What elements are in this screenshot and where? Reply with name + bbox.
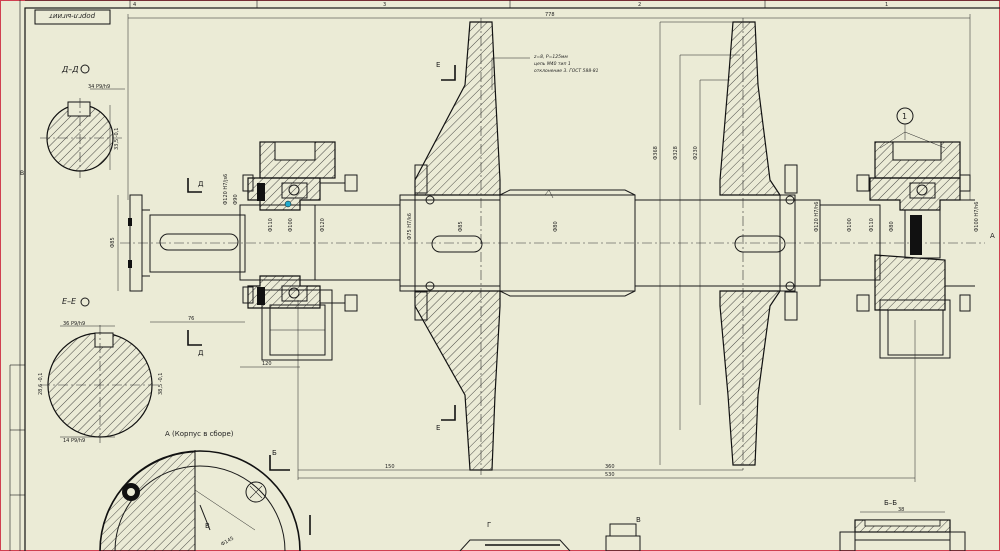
mark-g: Г	[487, 521, 491, 529]
mark-v-bottom: В	[636, 516, 641, 524]
bottom-fragments: Г В Б–Б 38	[459, 499, 966, 551]
dim-right-1: Ф100	[847, 218, 853, 232]
ee-dim-c: 14 P9/h9	[63, 438, 85, 444]
title-tag-text: роргл-ыгиит	[48, 12, 96, 20]
view-a-label: А (Корпус в сборе)	[165, 430, 234, 438]
shaft-assembly: 1	[120, 18, 985, 475]
cut-mark-e-bottom: Е	[436, 424, 440, 432]
dim-right-2: Ф110	[869, 218, 875, 232]
gear-note-line-2: цепь М40 тип 1	[534, 61, 571, 67]
dim-shaft-3: Ф100	[288, 218, 294, 232]
ee-dim-a: 28,6 -0,1	[38, 373, 44, 395]
zone-labels: 4 3 2 1 В А	[20, 2, 995, 240]
ee-dim-b: 38,5 -0,1	[158, 373, 164, 395]
section-bb-label: Б–Б	[884, 499, 897, 507]
dim-bottom-mid: 360	[605, 464, 615, 470]
section-bb-dim: 38	[898, 507, 904, 513]
gear-note-line-1: z=8, P=125мм	[533, 54, 568, 60]
dim-flange: Ф85	[110, 237, 116, 248]
dim-left-offset: 76	[188, 316, 194, 322]
section-dd: Д–Д 34 P9/h9 33,5 -0,1	[40, 64, 125, 178]
cut-mark-d-top: Д	[198, 180, 204, 188]
side-mark-a: А	[990, 232, 995, 240]
gear-note: z=8, P=125мм цепь М40 тип 1 отклонение 3…	[491, 54, 599, 199]
dim-shaft-7: Ф80	[553, 221, 559, 232]
dim-shaft-1: Ф90	[233, 194, 239, 205]
cut-mark-b: Б	[272, 449, 277, 457]
title-tag: роргл-ыгиит	[34, 9, 111, 25]
dim-shaft-5: Ф75 H7/k6	[407, 213, 413, 240]
dim-shaft-0: Ф120 H7/js6	[223, 174, 229, 205]
view-a-dim: Ф145	[220, 536, 235, 548]
dim-right-3: Ф80	[889, 221, 895, 232]
zone-2: 2	[638, 2, 641, 8]
dim-shaft-6: Ф85	[458, 221, 464, 232]
zone-4: 4	[133, 2, 136, 8]
dim-right-side: Ф100 H7/h6	[974, 202, 980, 232]
zone-1: 1	[885, 2, 888, 8]
ee-dim-key: 36 P9/h9	[63, 321, 85, 327]
dim-sprocket-2: Ф230	[693, 146, 699, 160]
dim-sprocket-1: Ф328	[673, 146, 679, 160]
dim-shaft-2: Ф110	[268, 218, 274, 232]
view-a-mark-v: В	[205, 522, 210, 530]
zone-3: 3	[383, 2, 386, 8]
section-dd-label: Д–Д	[61, 65, 79, 74]
callout-balloon: 1	[902, 112, 907, 121]
cut-mark-d-bottom: Д	[198, 349, 204, 357]
dim-sprocket-0: Ф368	[653, 146, 659, 160]
cut-marks: Д Д Е Е	[187, 61, 456, 432]
cut-mark-e-top: Е	[436, 61, 440, 69]
gear-note-line-3: отклонение 3. ГОСТ 588-81	[534, 68, 599, 74]
dim-shaft-4: Ф120	[320, 218, 326, 232]
dim-bottom-full: 530	[605, 472, 615, 478]
side-mark-b: В	[20, 170, 24, 177]
dim-right-0: Ф120 H7/h6	[814, 202, 820, 232]
section-ee-label: Е–Е	[62, 297, 77, 306]
dim-overall: 778	[545, 12, 555, 18]
section-ee: Е–Е 36 P9/h9 28,6 -0,1 38,5 -0,1 14 P9/h…	[38, 297, 164, 445]
dim-bottom-left: 150	[385, 464, 395, 470]
dd-dim-depth: 33,5 -0,1	[114, 128, 120, 150]
dim-hub-len: 120	[262, 361, 272, 367]
dimensions: 778 76 120 150 360 530 Ф85 Ф120 H7/js6 Ф…	[110, 12, 980, 482]
dd-dim-key: 34 P9/h9	[88, 84, 110, 90]
view-a: А (Корпус в сборе) Ф145 В Б	[99, 430, 311, 551]
